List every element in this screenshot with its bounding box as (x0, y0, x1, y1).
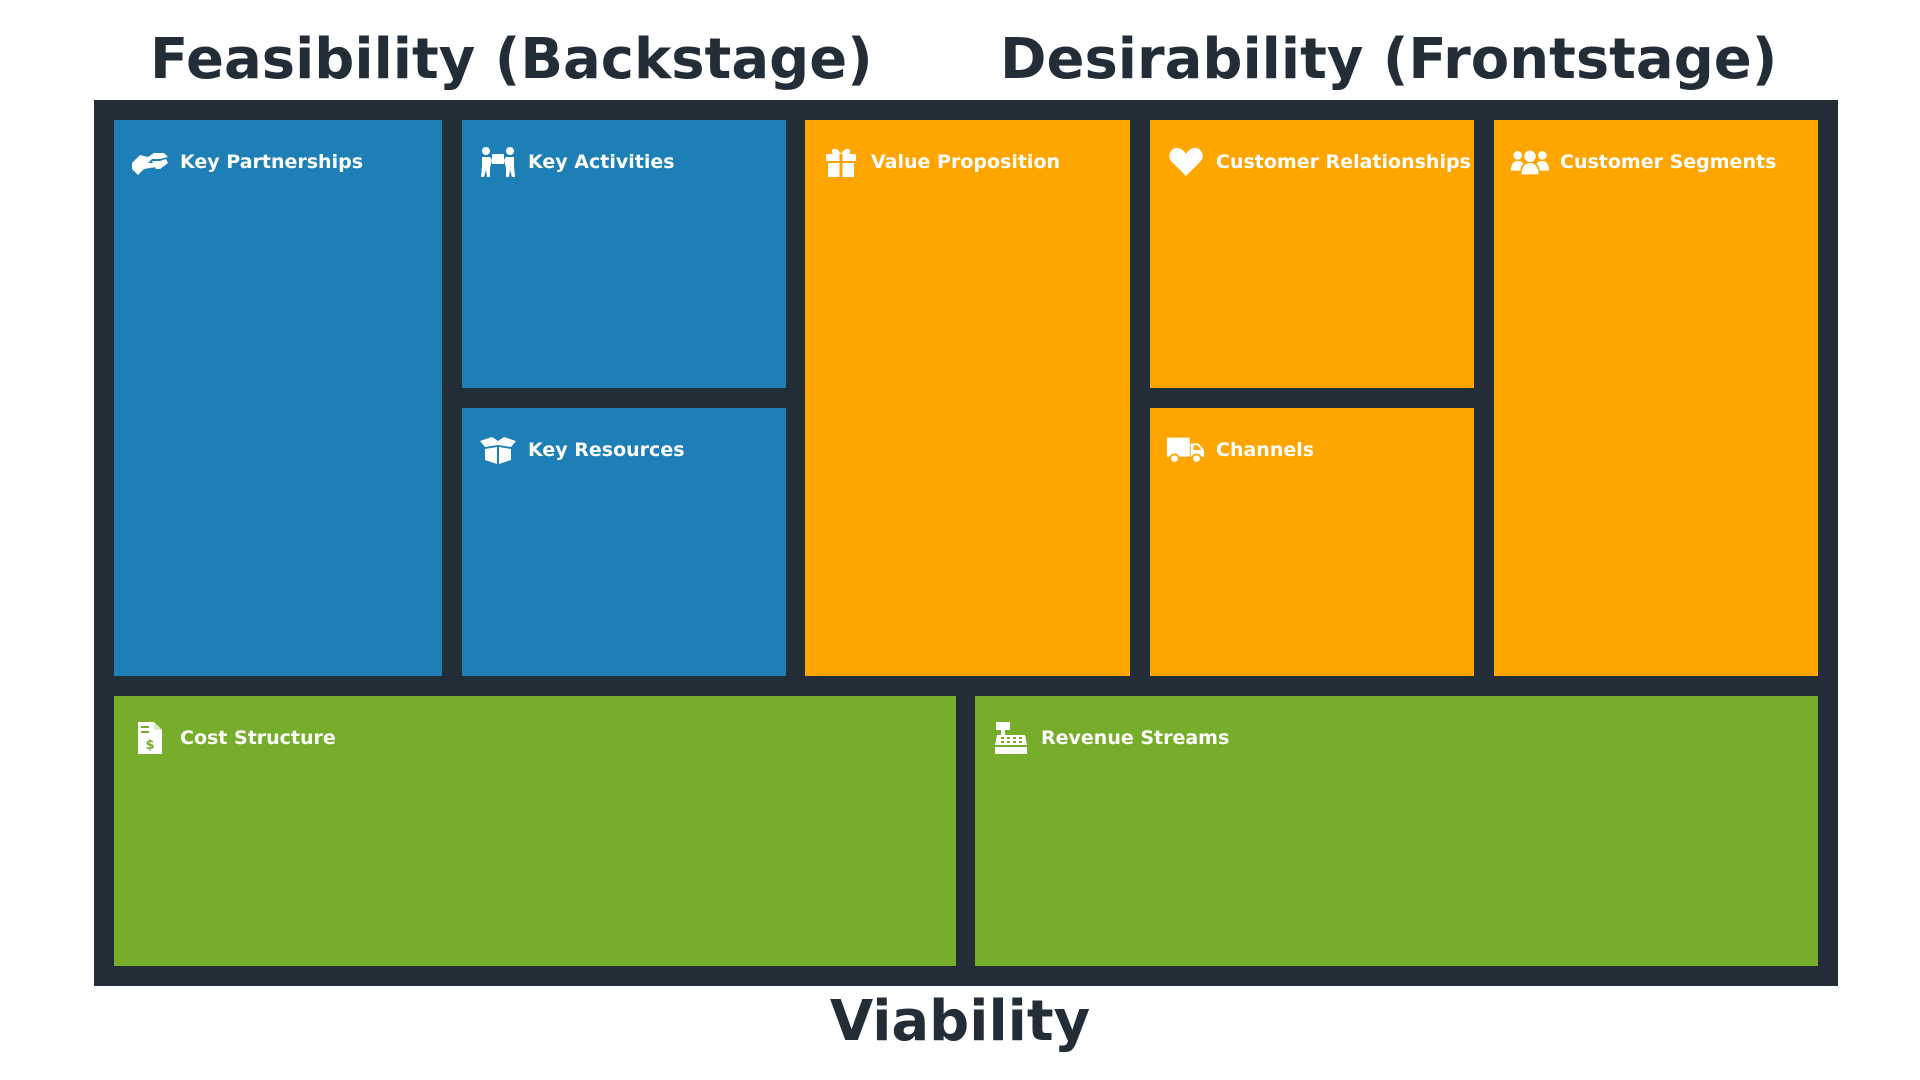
key-partnerships-title: Key Partnerships (180, 151, 364, 173)
customer-segments-header: Customer Segments (1510, 146, 1776, 178)
cash-register-icon (991, 722, 1031, 754)
key-resources-title: Key Resources (528, 439, 685, 461)
svg-text:$: $ (145, 738, 154, 753)
desirability-heading: Desirability (Frontstage) (1000, 27, 1778, 92)
key-partnerships-header: Key Partnerships (130, 146, 363, 178)
heart-icon (1166, 146, 1206, 178)
key-resources-header: Key Resources (478, 434, 685, 466)
users-icon (1510, 146, 1550, 178)
channels-title: Channels (1216, 439, 1315, 461)
customer-relationships-header: Customer Relationships (1166, 146, 1471, 178)
customer-relationships-block[interactable]: Customer Relationships (1150, 120, 1474, 388)
truck-icon (1166, 434, 1206, 466)
feasibility-heading: Feasibility (Backstage) (150, 27, 873, 92)
cost-structure-header: $ Cost Structure (130, 722, 336, 754)
value-proposition-block[interactable]: Value Proposition (805, 120, 1130, 676)
cost-structure-block[interactable]: $ Cost Structure (114, 696, 956, 966)
key-activities-header: Key Activities (478, 146, 675, 178)
gift-icon (821, 146, 861, 178)
value-proposition-title: Value Proposition (871, 151, 1061, 173)
invoice-dollar-icon: $ (130, 722, 170, 754)
customer-segments-block[interactable]: Customer Segments (1494, 120, 1818, 676)
key-activities-title: Key Activities (528, 151, 675, 173)
customer-relationships-title: Customer Relationships (1216, 151, 1471, 173)
revenue-streams-header: Revenue Streams (991, 722, 1229, 754)
handshake-icon (130, 146, 170, 178)
customer-segments-title: Customer Segments (1560, 151, 1777, 173)
viability-heading: Viability (829, 989, 1091, 1054)
canvas-frame: Key Partnerships Key Activities (94, 100, 1838, 986)
revenue-streams-title: Revenue Streams (1041, 727, 1230, 749)
channels-block[interactable]: Channels (1150, 408, 1474, 676)
key-activities-block[interactable]: Key Activities (462, 120, 786, 388)
value-proposition-header: Value Proposition (821, 146, 1060, 178)
key-resources-block[interactable]: Key Resources (462, 408, 786, 676)
channels-header: Channels (1166, 434, 1314, 466)
key-partnerships-block[interactable]: Key Partnerships (114, 120, 442, 676)
revenue-streams-block[interactable]: Revenue Streams (975, 696, 1818, 966)
open-box-icon (478, 434, 518, 466)
people-carry-icon (478, 146, 518, 178)
cost-structure-title: Cost Structure (180, 727, 336, 749)
